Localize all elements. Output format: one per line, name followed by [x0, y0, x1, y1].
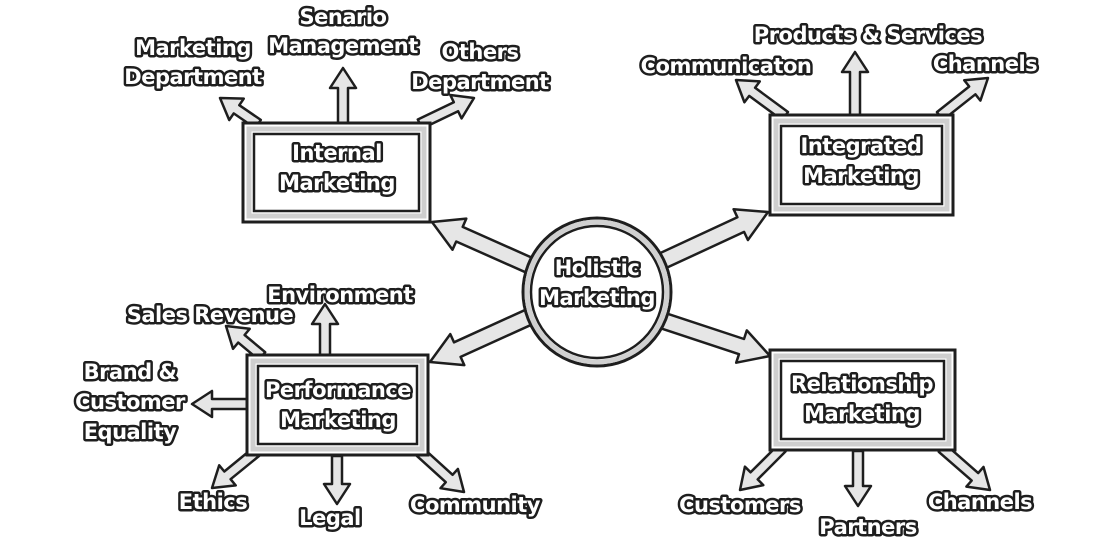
performance-marketing-node: Performance Marketing — [245, 353, 430, 457]
marketing-dept-arrow-icon — [218, 96, 263, 130]
brand-equality-label-3: Equality — [84, 420, 177, 444]
products-arrow-icon — [840, 50, 870, 118]
to-integrated-arrow-icon — [655, 207, 770, 271]
rel-channels-arrow-icon — [937, 442, 992, 492]
center-node: Holistic Marketing — [521, 216, 673, 368]
internal-marketing-node: Internal Marketing — [241, 121, 432, 224]
relationship-marketing-node: Relationship Marketing — [768, 348, 957, 452]
others-dept-label-2: Department — [411, 70, 549, 94]
arrows — [190, 50, 992, 508]
relationship-title-line1: Relationship — [791, 372, 934, 396]
to-performance-arrow-icon — [428, 303, 545, 367]
internal-title-line1: Internal — [292, 141, 382, 165]
integrated-title-line1: Integrated — [801, 134, 922, 158]
internal-title-line2: Marketing — [279, 171, 395, 195]
integrated-title-line2: Marketing — [803, 164, 919, 188]
community-arrow-icon — [415, 447, 466, 494]
performance-title-line2: Marketing — [280, 408, 396, 432]
products-services-label: Products & Services — [754, 23, 982, 47]
sales-arrow-icon — [224, 324, 267, 362]
relationship-title-line2: Marketing — [804, 402, 920, 426]
integrated-channels-label: Channels — [933, 52, 1037, 76]
brand-equality-label-2: Customer — [75, 390, 186, 414]
customers-label: Customers — [679, 493, 801, 517]
sales-revenue-label: Sales Revenue — [127, 303, 294, 327]
relationship-channels-label: Channels — [928, 490, 1032, 514]
center-label-line1: Holistic — [555, 256, 640, 280]
others-dept-label-1: Others — [442, 40, 519, 64]
senario-arrow-icon — [328, 66, 358, 126]
community-label: Community — [410, 493, 541, 517]
performance-title-line1: Performance — [265, 378, 411, 402]
communication-label: Communicaton — [641, 54, 812, 78]
ethics-label: Ethics — [179, 490, 247, 514]
partners-arrow-icon — [843, 449, 873, 508]
marketing-dept-label-1: Marketing — [135, 36, 251, 60]
environment-label: Environment — [267, 283, 413, 307]
marketing-dept-label-2: Department — [124, 65, 262, 89]
communication-arrow-icon — [734, 78, 790, 122]
legal-label: Legal — [299, 506, 361, 530]
brand-equality-label-1: Brand & — [84, 360, 177, 384]
environment-arrow-icon — [310, 302, 340, 358]
legal-arrow-icon — [322, 454, 352, 506]
integrated-marketing-node: Integrated Marketing — [768, 113, 955, 217]
brand-arrow-icon — [190, 389, 250, 419]
senario-label-2: Management — [268, 34, 418, 58]
to-internal-arrow-icon — [430, 217, 545, 279]
to-relationship-arrow-icon — [651, 309, 772, 364]
center-label-line2: Marketing — [539, 286, 655, 310]
senario-label-1: Senario — [300, 5, 387, 29]
partners-label: Partners — [819, 515, 916, 539]
